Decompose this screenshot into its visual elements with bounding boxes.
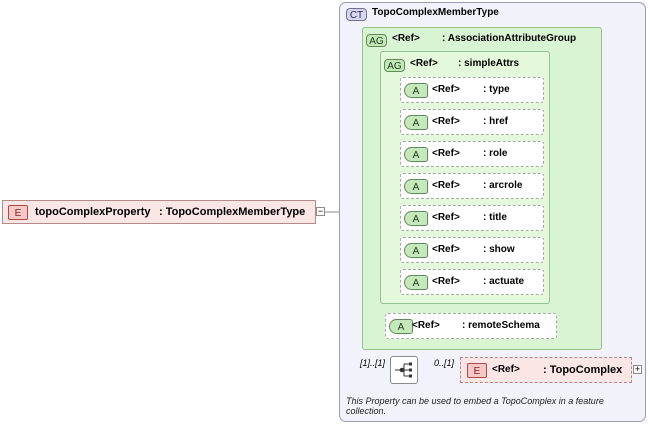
attribute-name: : show	[483, 244, 515, 255]
attribute-ref: <Ref>	[432, 148, 460, 159]
child-element-expand-icon[interactable]: +	[633, 364, 642, 374]
child-element-ref: <Ref>	[492, 364, 520, 375]
attribute-remote-schema[interactable]: A <Ref> : remoteSchema	[385, 313, 557, 339]
sequence-icon	[395, 362, 412, 378]
attribute-group-inner-name: : simpleAttrs	[458, 58, 520, 69]
attribute-badge: A	[404, 179, 428, 194]
child-element-name: : TopoComplex	[543, 364, 623, 376]
attribute-name: : title	[483, 212, 507, 223]
child-element-topocomplex[interactable]: E <Ref> : TopoComplex	[460, 357, 632, 383]
attribute-group-inner-ref: <Ref>	[410, 58, 438, 69]
attribute-group-outer-ref: <Ref>	[392, 33, 420, 44]
element-badge: E	[467, 363, 487, 378]
sequence-cardinality: [1]..[1]	[360, 358, 386, 368]
attribute-name: : role	[483, 148, 508, 159]
attribute-type[interactable]: A <Ref> : type	[400, 77, 544, 103]
attribute-ref: <Ref>	[432, 276, 460, 287]
attribute-name: : remoteSchema	[462, 320, 540, 331]
attribute-name: : arcrole	[483, 180, 523, 191]
attribute-ref: <Ref>	[432, 84, 460, 95]
attribute-show[interactable]: A <Ref> : show	[400, 237, 544, 263]
attribute-role[interactable]: A <Ref> : role	[400, 141, 544, 167]
attribute-ref: <Ref>	[432, 244, 460, 255]
attribute-ref: <Ref>	[432, 180, 460, 191]
root-element-name: topoComplexProperty	[35, 206, 151, 218]
attribute-badge: A	[404, 115, 428, 130]
attribute-group-outer-badge: AG	[366, 34, 387, 47]
root-element[interactable]: E topoComplexProperty : TopoComplexMembe…	[2, 200, 316, 224]
root-element-type: : TopoComplexMemberType	[159, 206, 306, 218]
attribute-arcrole[interactable]: A <Ref> : arcrole	[400, 173, 544, 199]
attribute-ref: <Ref>	[432, 116, 460, 127]
attribute-badge: A	[389, 319, 413, 334]
documentation-text: This Property can be used to embed a Top…	[346, 396, 604, 416]
attribute-name: : href	[483, 116, 508, 127]
root-element-expand-icon[interactable]: −	[316, 206, 325, 216]
attribute-badge: A	[404, 211, 428, 226]
attribute-title[interactable]: A <Ref> : title	[400, 205, 544, 231]
attribute-badge: A	[404, 275, 428, 290]
attribute-group-inner-badge: AG	[384, 59, 405, 72]
attribute-ref: <Ref>	[412, 320, 440, 331]
attribute-name: : type	[483, 84, 510, 95]
complex-type-title: TopoComplexMemberType	[372, 7, 499, 18]
attribute-badge: A	[404, 83, 428, 98]
attribute-href[interactable]: A <Ref> : href	[400, 109, 544, 135]
element-badge: E	[8, 205, 28, 220]
attribute-name: : actuate	[483, 276, 525, 287]
attribute-badge: A	[404, 243, 428, 258]
child-element-cardinality: 0..[1]	[434, 358, 455, 368]
attribute-group-outer-name: : AssociationAttributeGroup	[442, 33, 577, 44]
attribute-ref: <Ref>	[432, 212, 460, 223]
sequence-compositor[interactable]	[390, 356, 418, 384]
complex-type-badge: CT	[346, 8, 367, 21]
attribute-actuate[interactable]: A <Ref> : actuate	[400, 269, 544, 295]
attribute-badge: A	[404, 147, 428, 162]
